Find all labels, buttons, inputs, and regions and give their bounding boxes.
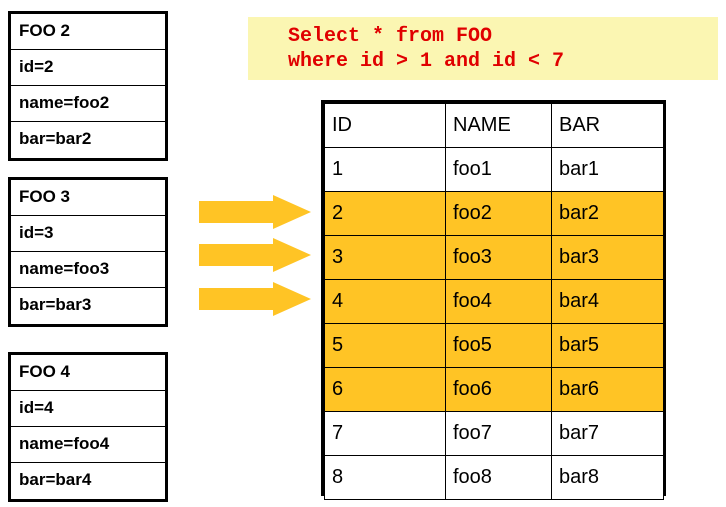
table-row: 6 foo6 bar6	[324, 367, 664, 412]
cell-id: 4	[324, 279, 446, 324]
table-header-row: ID NAME BAR	[324, 103, 664, 148]
object-card-field-bar: bar=bar4	[19, 470, 92, 489]
object-card-field-name: name=foo2	[11, 86, 165, 122]
column-header-id: ID	[324, 103, 446, 148]
table-row: 7 foo7 bar7	[324, 411, 664, 456]
object-card-field-bar: bar=bar3	[19, 295, 92, 314]
column-header-name: NAME	[445, 103, 552, 148]
object-card-field-id: id=2	[11, 50, 165, 86]
cell-id: 1	[324, 147, 446, 192]
object-card-field-id: id=4	[11, 391, 165, 427]
cell-id: 7	[324, 411, 446, 456]
cell-id: 6	[324, 367, 446, 412]
object-card-foo3: FOO 3 id=3 name=foo3 bar=bar3	[8, 177, 168, 327]
object-card-field-name: name=foo4	[11, 427, 165, 463]
right-arrow-icon	[199, 238, 311, 272]
cell-name: foo3	[445, 235, 552, 280]
cell-bar: bar8	[551, 455, 664, 500]
right-arrow-icon	[199, 195, 311, 229]
cell-name: foo8	[445, 455, 552, 500]
table-row: 3 foo3 bar3	[324, 235, 664, 280]
sql-query-box: Select * from FOO where id > 1 and id < …	[248, 17, 718, 80]
cell-name: foo7	[445, 411, 552, 456]
object-card-foo4: FOO 4 id=4 name=foo4 bar=bar4	[8, 352, 168, 502]
sql-query-line-1: Select * from FOO	[288, 25, 493, 48]
object-card-field-id: id=3	[11, 216, 165, 252]
cell-name: foo6	[445, 367, 552, 412]
cell-bar: bar5	[551, 323, 664, 368]
cell-name: foo2	[445, 191, 552, 236]
cell-name: foo5	[445, 323, 552, 368]
cell-bar: bar4	[551, 279, 664, 324]
column-header-bar: BAR	[551, 103, 664, 148]
object-card-title: FOO 3	[11, 180, 165, 216]
cell-id: 3	[324, 235, 446, 280]
cell-id: 2	[324, 191, 446, 236]
cell-bar: bar2	[551, 191, 664, 236]
table-row: 4 foo4 bar4	[324, 279, 664, 324]
sql-query-line-2: where id > 1 and id < 7	[288, 50, 565, 73]
cell-bar: bar6	[551, 367, 664, 412]
result-table-grid: ID NAME BAR 1 foo1 bar1 2 foo2 bar2 3	[324, 103, 664, 500]
table-row: 2 foo2 bar2	[324, 191, 664, 236]
table-row: 8 foo8 bar8	[324, 455, 664, 500]
table-row: 5 foo5 bar5	[324, 323, 664, 368]
cell-bar: bar7	[551, 411, 664, 456]
table-row: 1 foo1 bar1	[324, 147, 664, 192]
object-card-field-bar: bar=bar2	[19, 129, 92, 148]
object-card-field-name: name=foo3	[11, 252, 165, 288]
cell-id: 5	[324, 323, 446, 368]
object-card-title: FOO 2	[11, 14, 165, 50]
cell-bar: bar3	[551, 235, 664, 280]
right-arrow-icon	[199, 282, 311, 316]
object-card-foo2: FOO 2 id=2 name=foo2 bar=bar2	[8, 11, 168, 161]
cell-name: foo1	[445, 147, 552, 192]
cell-id: 8	[324, 455, 446, 500]
result-table: ID NAME BAR 1 foo1 bar1 2 foo2 bar2 3	[321, 100, 666, 500]
cell-bar: bar1	[551, 147, 664, 192]
object-card-title: FOO 4	[11, 355, 165, 391]
cell-name: foo4	[445, 279, 552, 324]
